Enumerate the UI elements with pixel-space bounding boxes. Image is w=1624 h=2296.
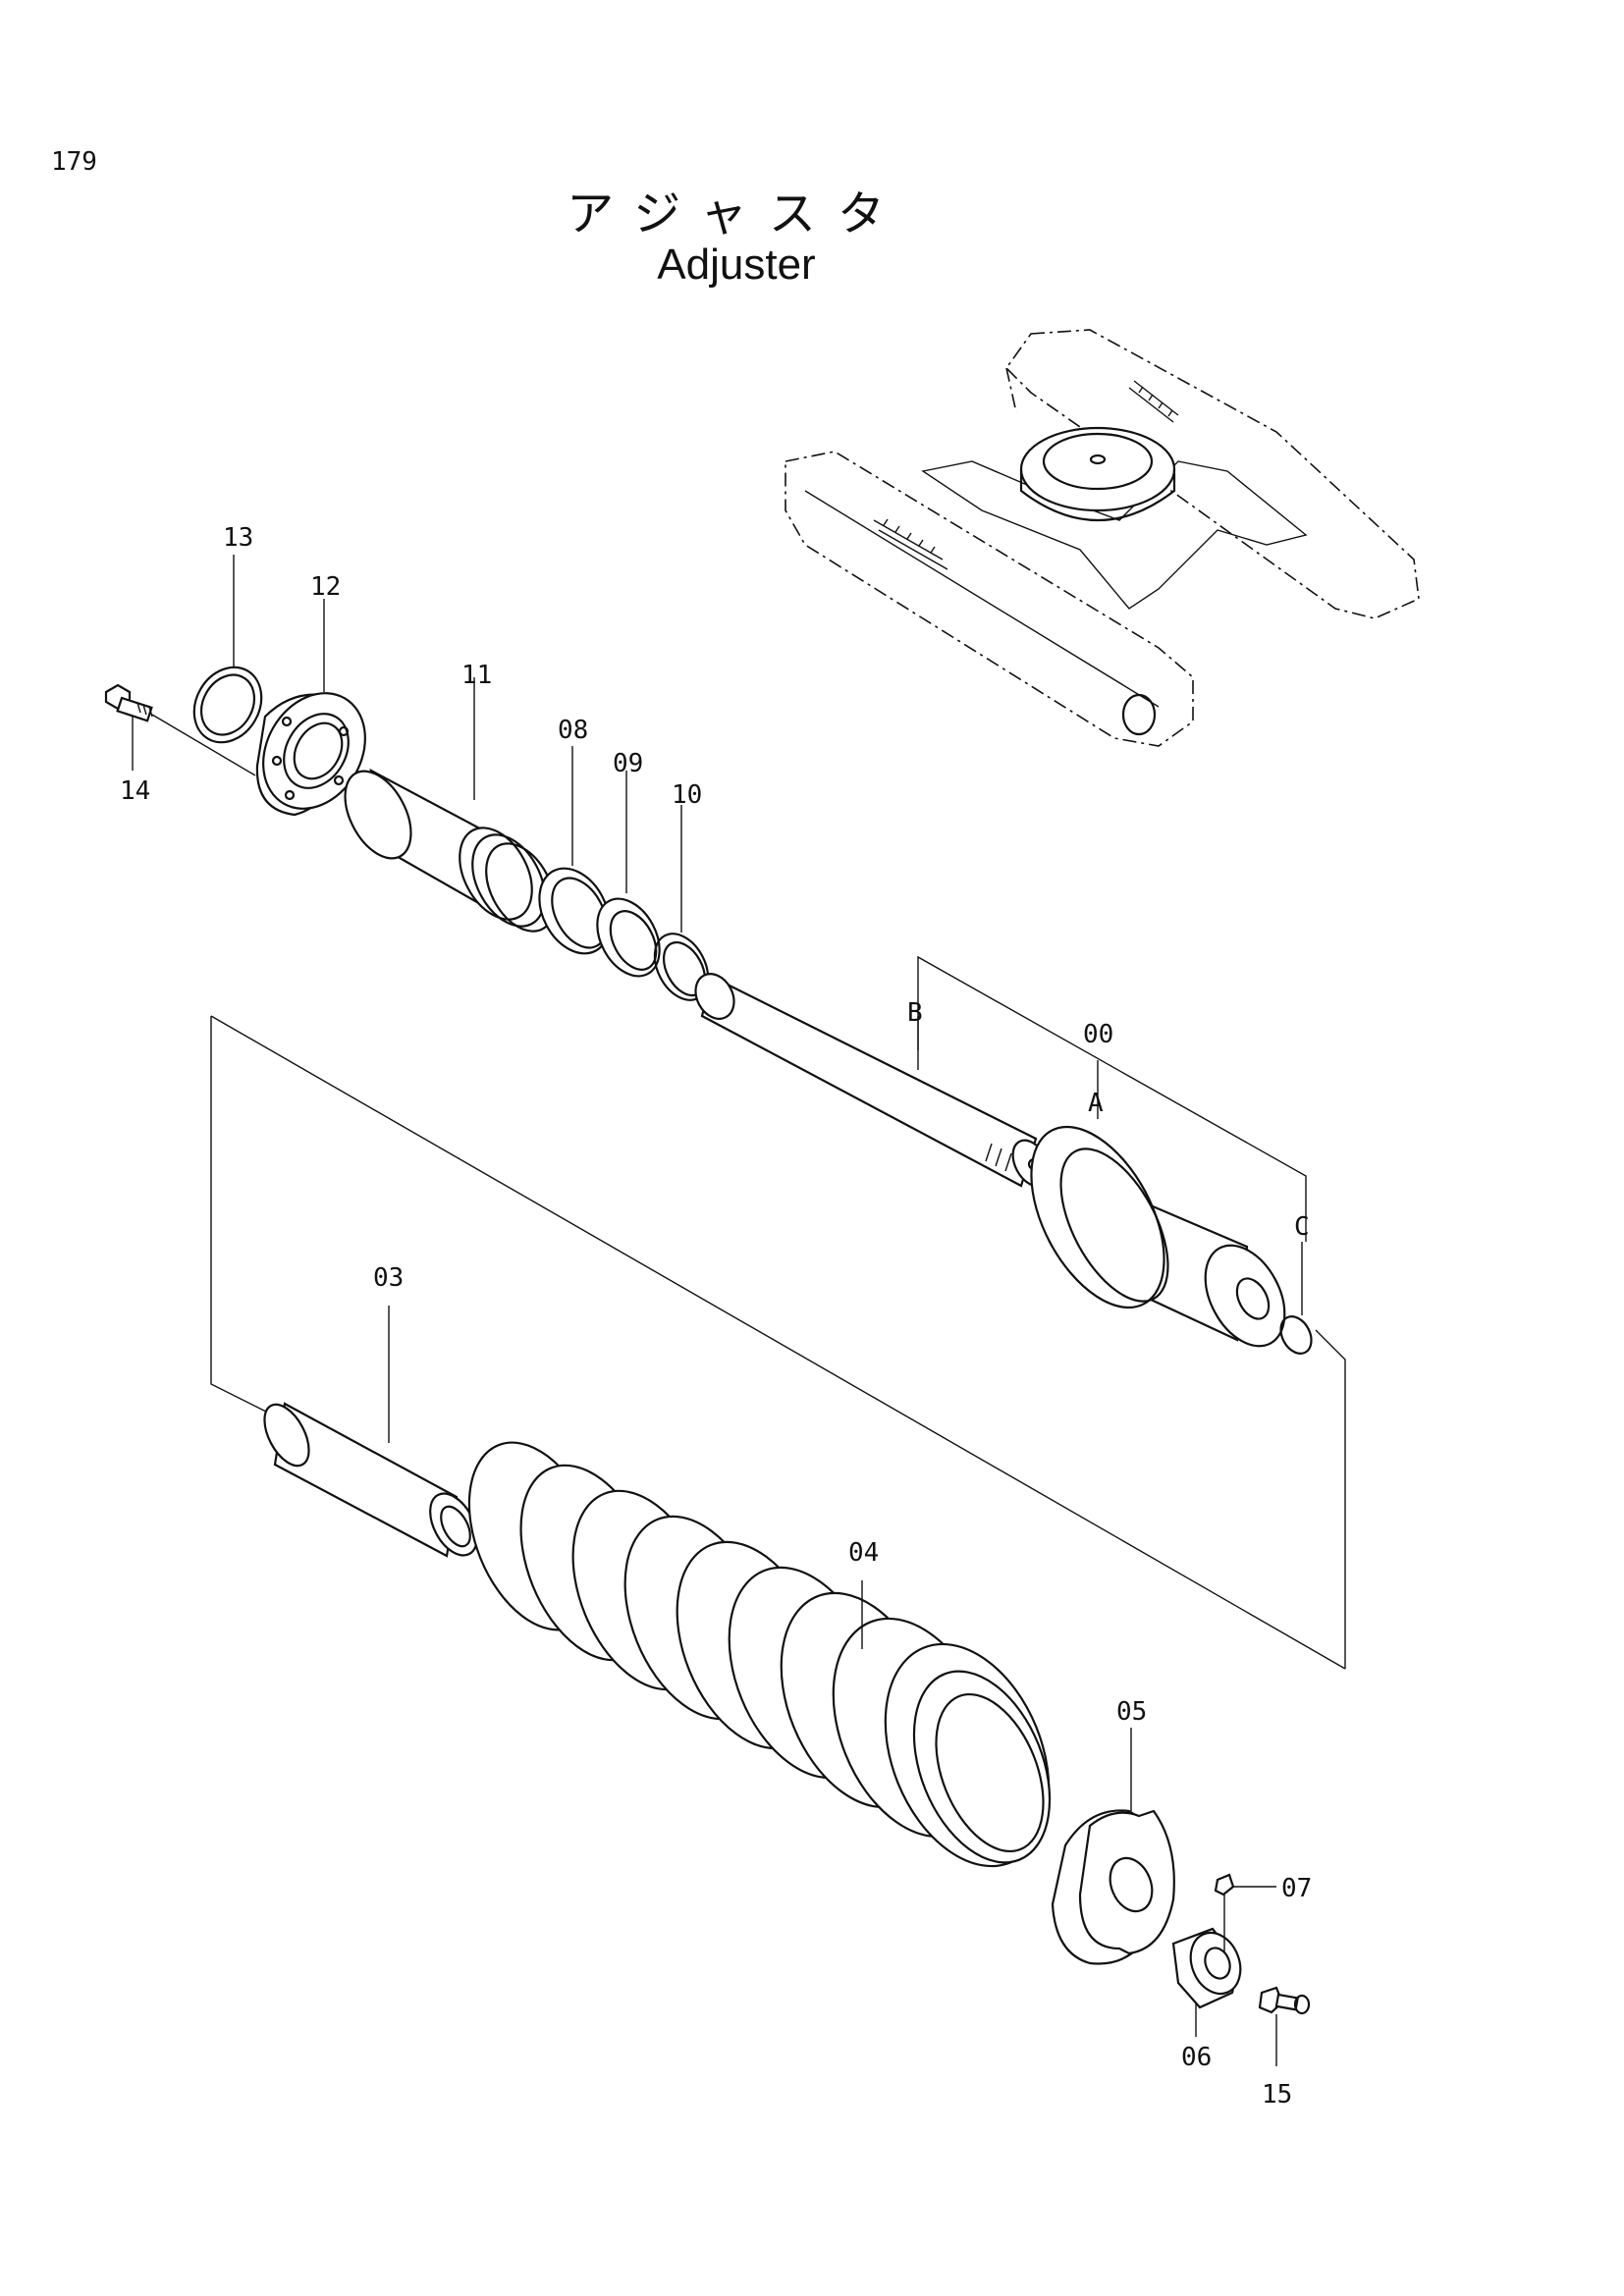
part-04-recoil-spring <box>467 1441 1052 1868</box>
part-05-spring-plate <box>1051 1728 1175 1965</box>
callout-03: 03 <box>373 1263 404 1293</box>
assembly-bracket-lines <box>210 955 1346 1670</box>
callout-11: 11 <box>461 661 492 690</box>
part-c-o-ring <box>1279 1242 1313 1355</box>
part-15-grease-fitting <box>1258 1986 1311 2066</box>
page-number: 179 <box>51 147 97 177</box>
callout-06: 06 <box>1181 2043 1212 2072</box>
adjuster-rod <box>694 973 1051 1188</box>
part-08-ring <box>538 746 611 955</box>
callout-12: 12 <box>310 572 341 602</box>
part-07-plug <box>1214 1873 1276 1953</box>
callout-C: C <box>1294 1212 1310 1242</box>
part-03-spacer-tube <box>263 1306 478 1558</box>
callout-B: B <box>907 998 923 1028</box>
callout-A: A <box>1088 1089 1104 1118</box>
callout-14: 14 <box>120 776 150 806</box>
callout-15: 15 <box>1262 2080 1292 2109</box>
callout-08: 08 <box>558 716 588 745</box>
adjuster-cylinder <box>1030 1125 1286 1348</box>
callout-04: 04 <box>848 1538 879 1568</box>
undercarriage-frame-illustration <box>785 329 1420 747</box>
callout-07: 07 <box>1281 1874 1312 1903</box>
part-14-bolt <box>104 683 256 776</box>
title-english: Adjuster <box>657 240 816 289</box>
part-13-snap-ring <box>192 555 263 744</box>
callout-00: 00 <box>1083 1020 1113 1049</box>
callout-09: 09 <box>613 749 643 778</box>
title-japanese: アジャスタ <box>567 187 906 241</box>
part-09-seal <box>596 771 661 978</box>
part-12-flange <box>255 599 366 817</box>
callout-05: 05 <box>1116 1697 1147 1727</box>
callout-10: 10 <box>672 780 702 810</box>
part-11-threaded-sleeve <box>344 677 556 933</box>
callout-13: 13 <box>223 523 253 553</box>
part-06-lock-nut <box>1171 1927 1242 2037</box>
